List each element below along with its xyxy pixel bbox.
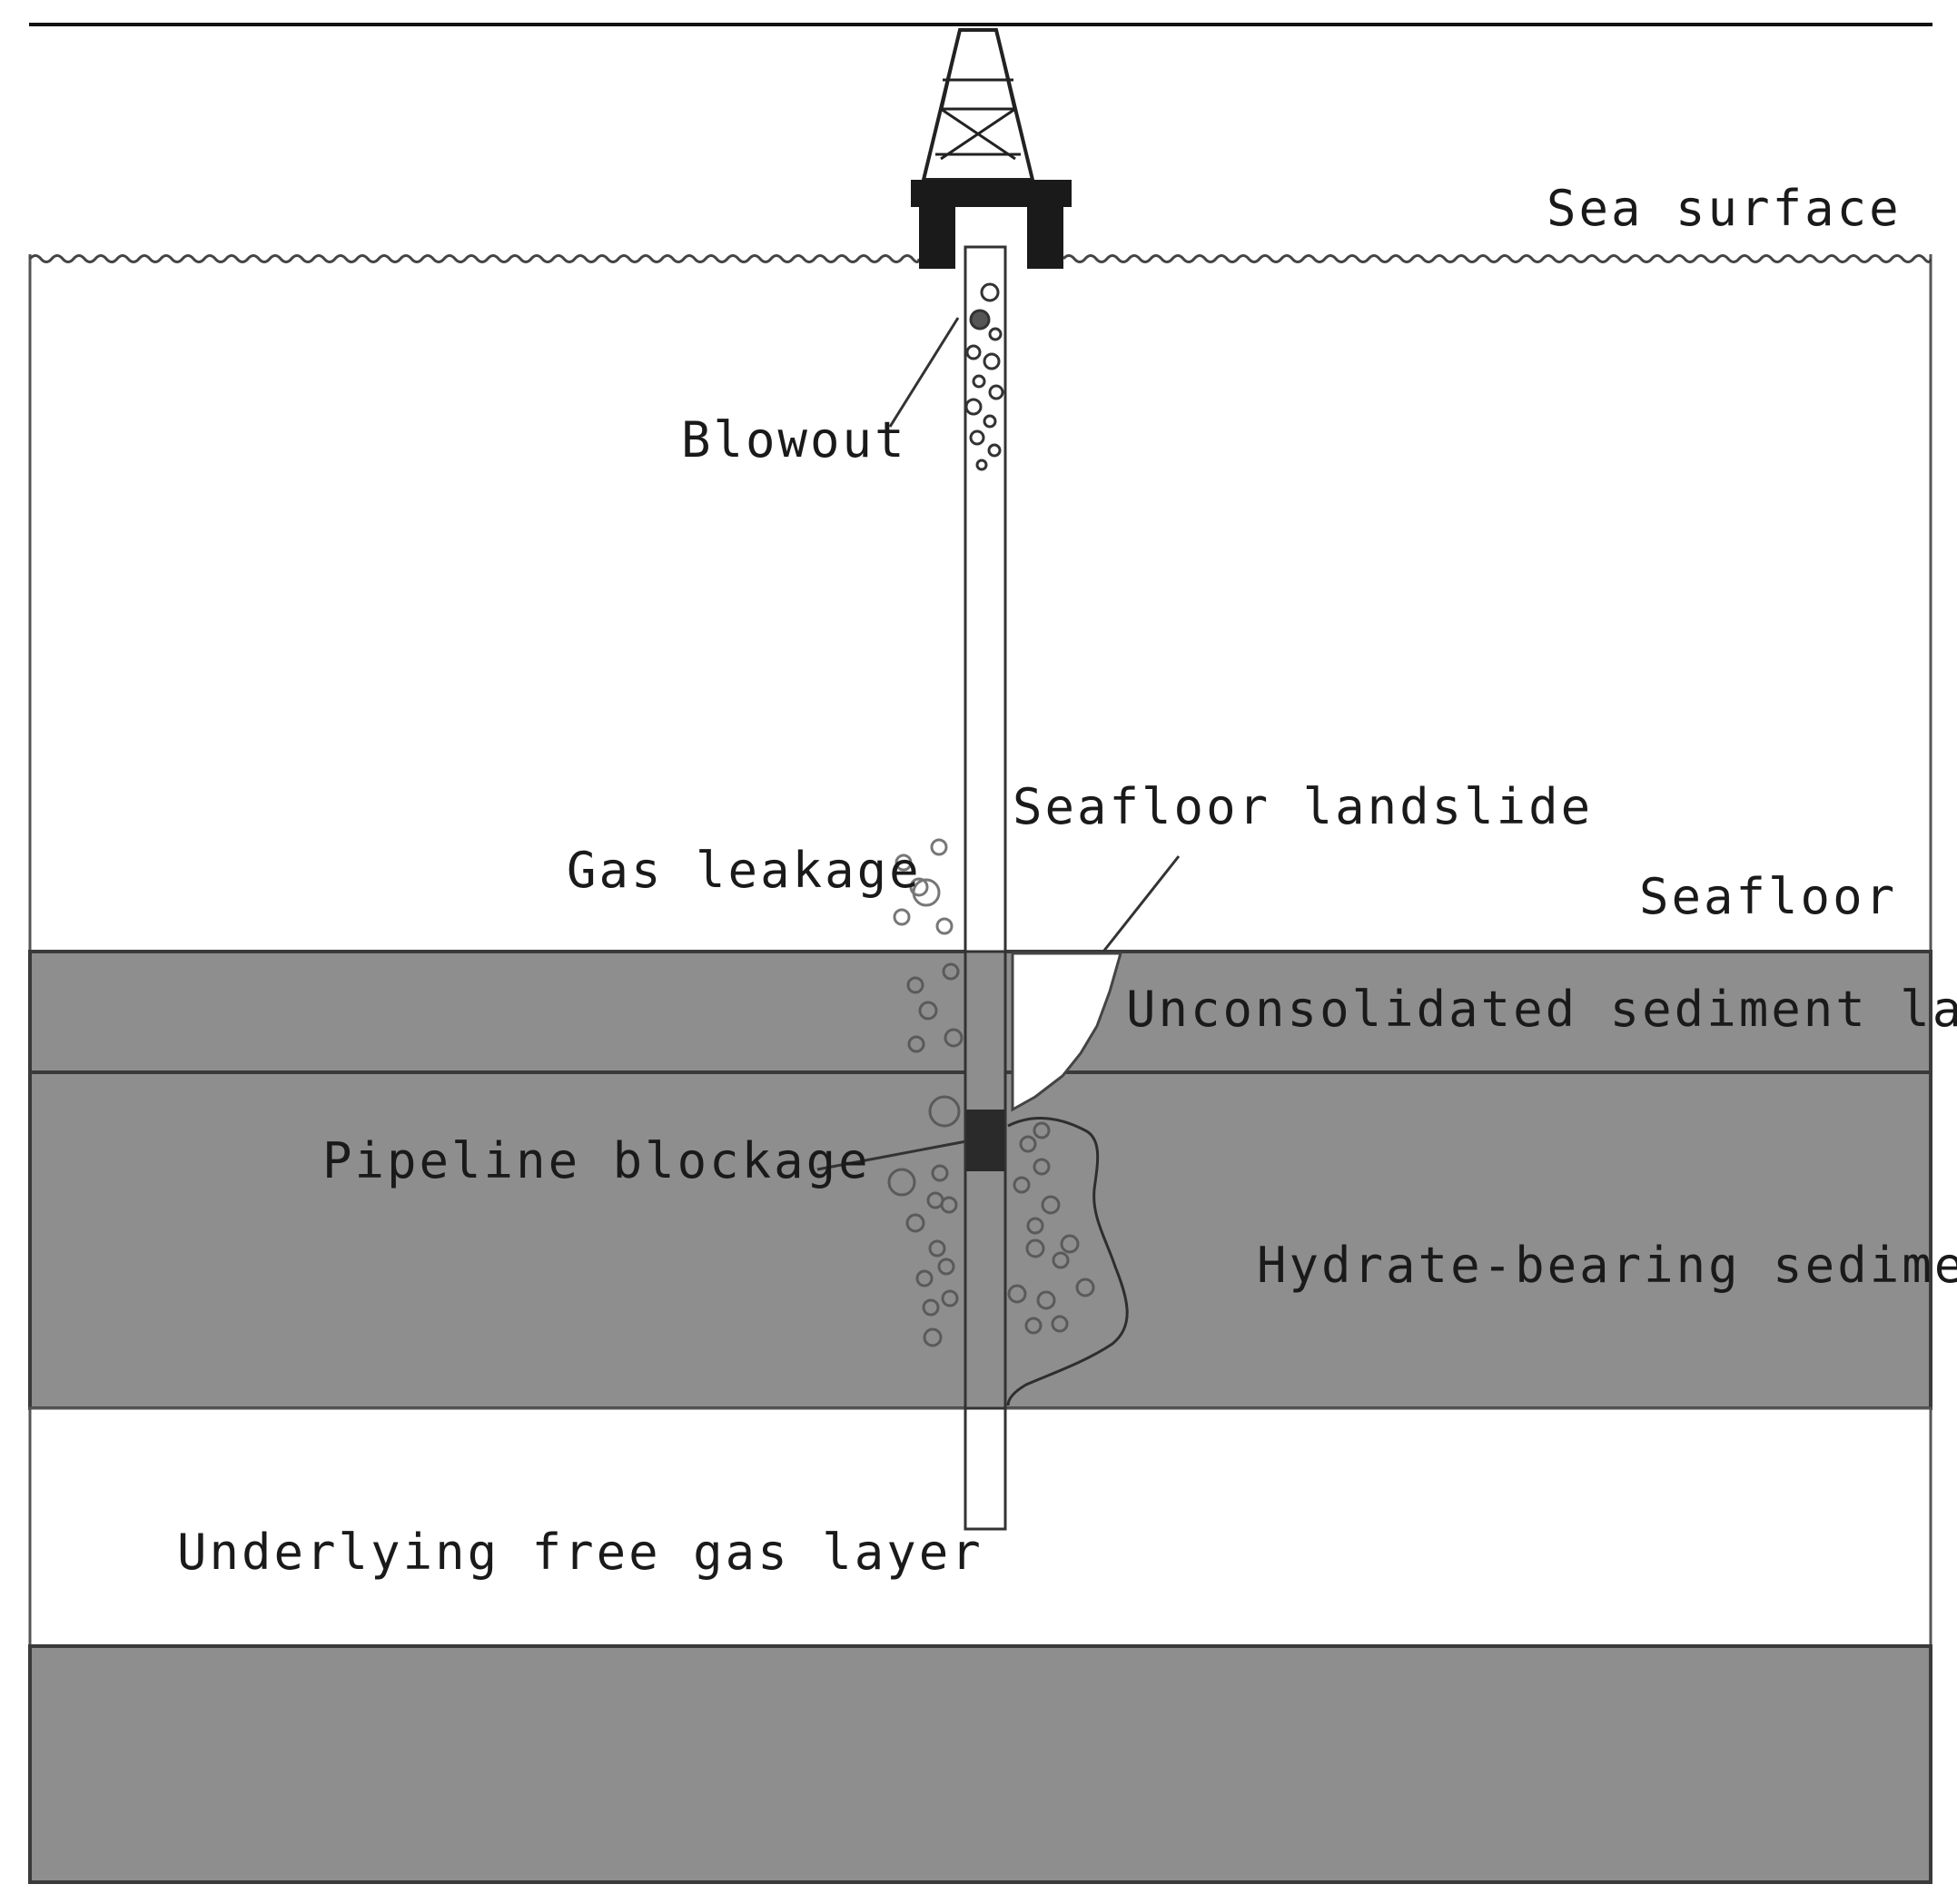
drilling-rig [911, 28, 1072, 269]
blockage-leader-line [816, 1139, 967, 1171]
drill-pipe-sediment-section [964, 950, 1007, 1410]
blowout-gas-bubbles [964, 282, 1004, 471]
landslide-leader-line [1102, 855, 1181, 952]
free-gas-layer-label: Underlying free gas layer [177, 1524, 983, 1581]
blowout-leader-line [888, 317, 960, 428]
sea-surface-wave [28, 254, 1932, 263]
pipeline-blockage-plug [966, 1110, 1004, 1171]
rig-leg-left [919, 207, 955, 269]
hydrate-sediment-label: Hydrate-bearing sediment [1257, 1237, 1957, 1294]
unconsolidated-layer-label: Unconsolidated sediment layer [1126, 981, 1957, 1038]
sea-surface-label: Sea surface [1547, 180, 1902, 237]
seafloor-label: Seafloor [1639, 868, 1897, 925]
derrick-frame [921, 28, 1035, 182]
gas-leakage-bubbles [893, 838, 954, 935]
hydrate-gas-bubbles-right [1007, 1121, 1095, 1335]
hydrate-gas-bubbles-left [887, 1095, 961, 1347]
seafloor-landslide-label: Seafloor landslide [1013, 778, 1593, 835]
gas-leakage-label: Gas leakage [567, 842, 922, 899]
blowout-label: Blowout [681, 411, 907, 469]
rig-leg-right [1027, 207, 1063, 269]
sediment-gas-bubbles [906, 962, 964, 1053]
rig-deck [911, 180, 1072, 207]
pipeline-blockage-label: Pipeline blockage [322, 1132, 871, 1189]
landslide-scar [1011, 952, 1122, 1112]
hydrate-dissociation-zone [1006, 1117, 1129, 1406]
basement-layer [28, 1644, 1932, 1884]
